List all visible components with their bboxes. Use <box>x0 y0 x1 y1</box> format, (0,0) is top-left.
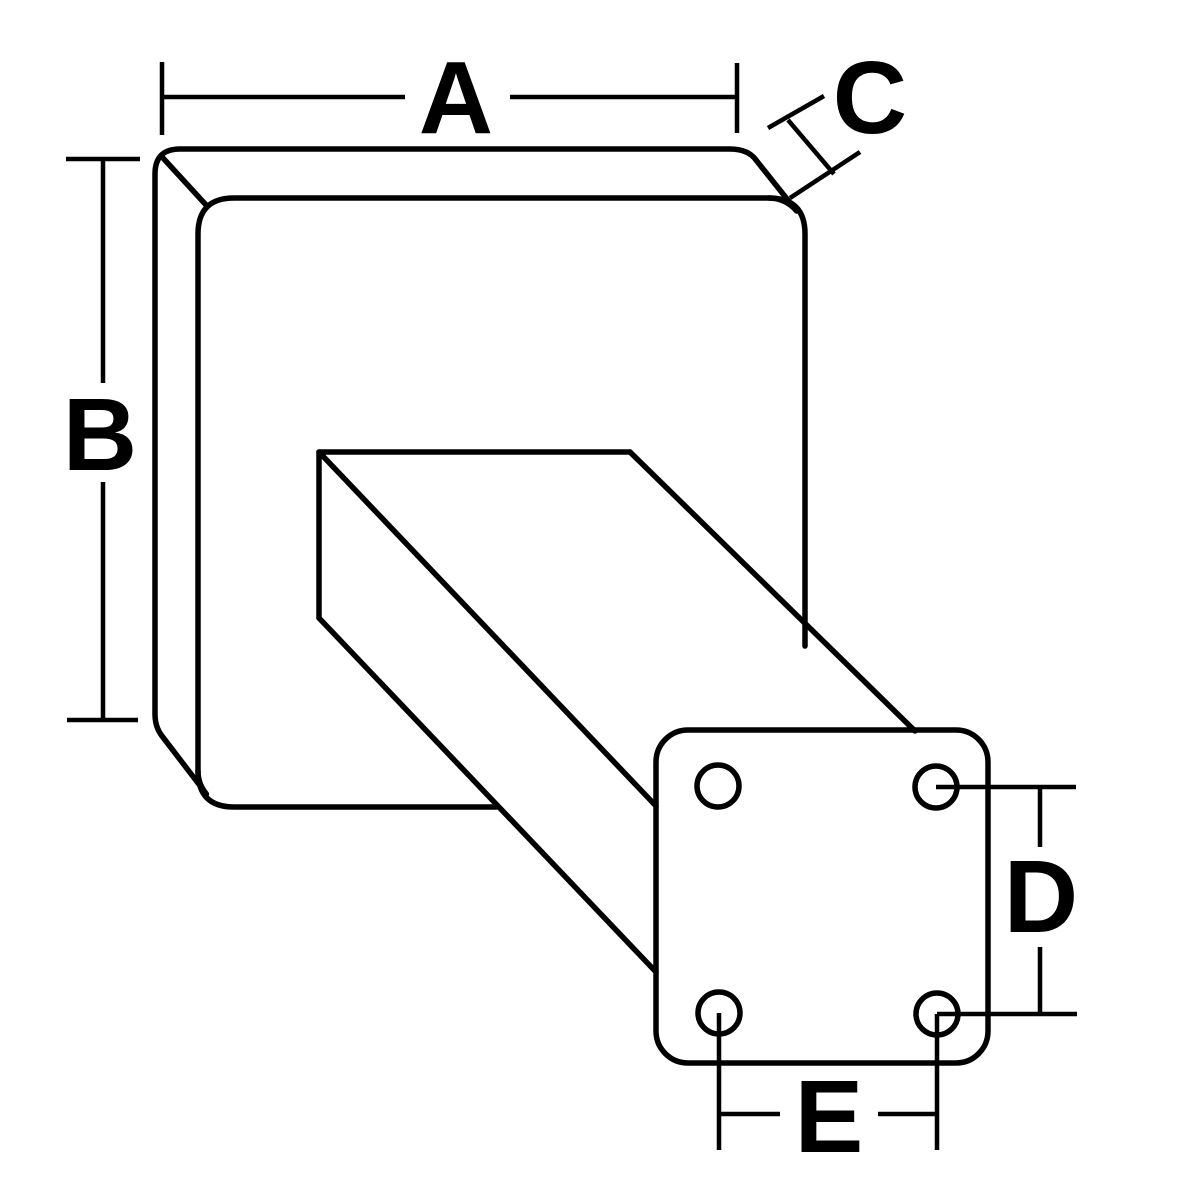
dimension-d-lines <box>936 784 1077 1017</box>
pad-front-face-fill <box>198 198 805 807</box>
dimension-c-label: C <box>833 40 907 155</box>
dimension-b-lines <box>66 156 140 723</box>
shaft-top-right-edge <box>627 449 918 734</box>
shaft-bottom-left-edge <box>316 615 659 975</box>
dimension-e-lines <box>716 1013 940 1150</box>
shaft-top-left-edge <box>316 449 659 809</box>
pad-corner-seam-edge <box>160 155 210 209</box>
dimension-a-lines <box>159 62 740 135</box>
dimension-b-label: B <box>63 377 137 492</box>
pad-front-face-bottom-edge <box>195 768 499 810</box>
mounting-plate <box>653 727 991 1066</box>
dimension-d-label: D <box>1004 839 1078 954</box>
pad-front-face-right-edge <box>766 195 808 649</box>
dimension-e-label: E <box>795 1059 864 1174</box>
dimension-a-label: A <box>419 40 493 155</box>
dimension-c-lines <box>766 94 862 200</box>
bolt-hole-top-left <box>694 762 742 810</box>
pad-thickness-band <box>152 146 800 797</box>
